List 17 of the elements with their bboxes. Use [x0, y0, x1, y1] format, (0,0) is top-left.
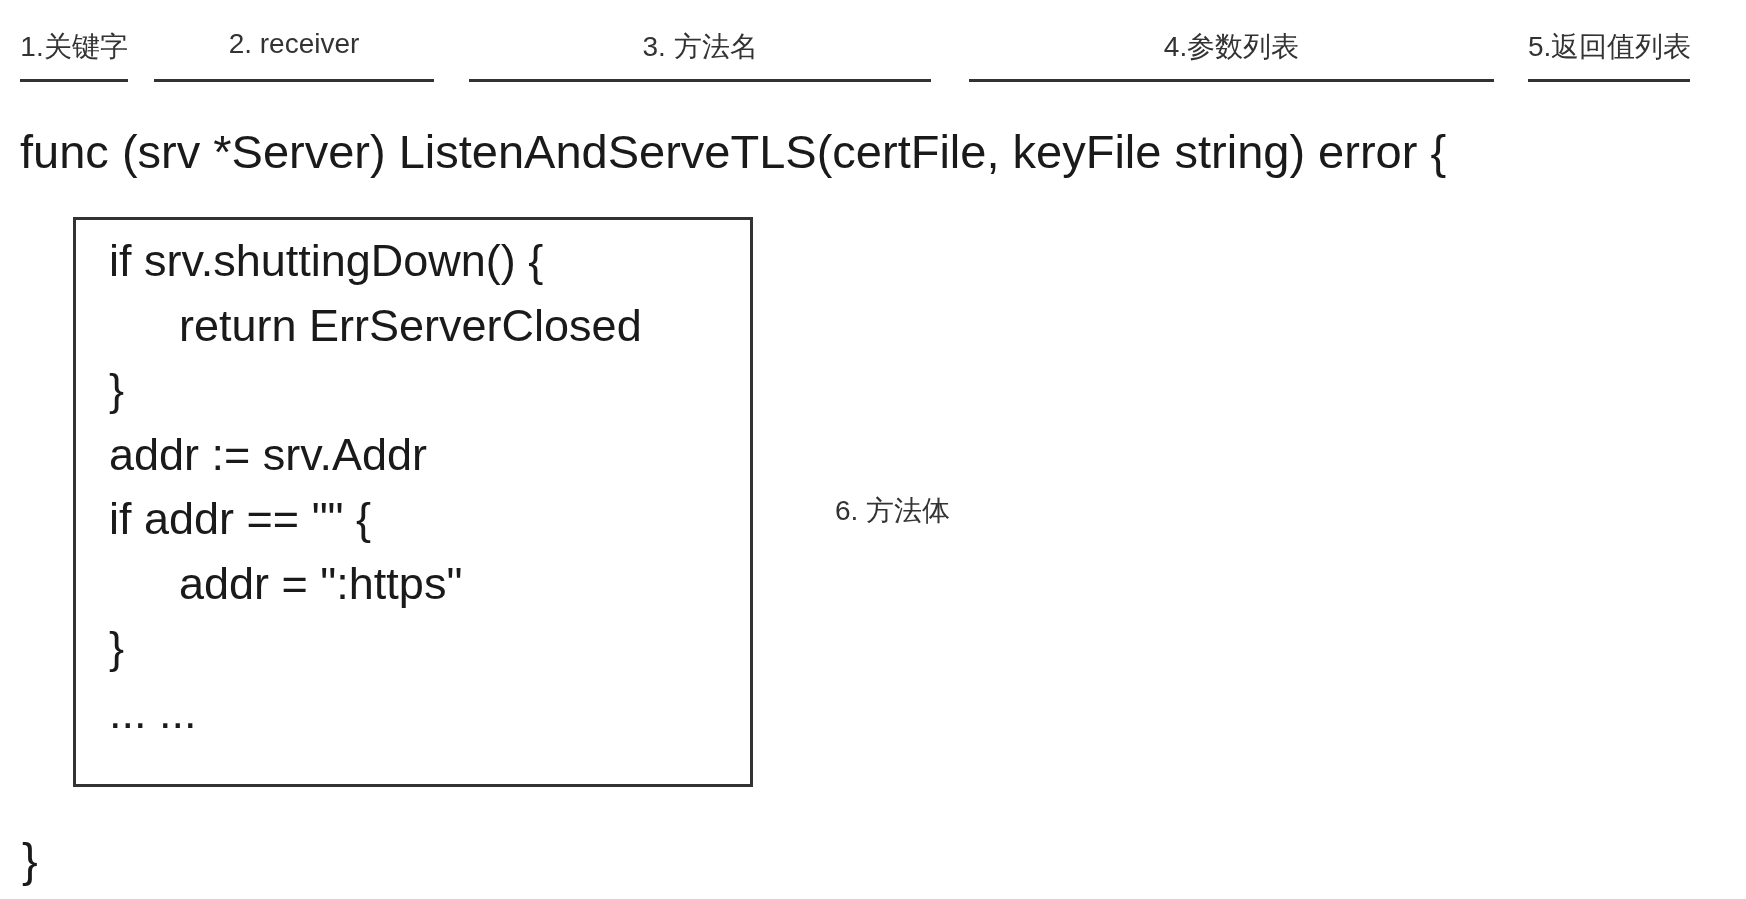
code-line: }: [22, 832, 38, 887]
code-line: }: [109, 625, 125, 670]
code-line: ... ...: [109, 689, 197, 735]
heading-label: 2. receiver: [227, 28, 361, 60]
code-line: addr := srv.Addr: [109, 431, 428, 477]
code-line: if srv.shuttingDown() {: [109, 238, 544, 283]
heading-label: 4.参数列表: [1162, 30, 1301, 64]
code-line: addr = ":https": [179, 560, 463, 606]
code-line: }: [109, 367, 125, 412]
code-line: return ErrServerClosed: [179, 302, 642, 348]
code-block: [73, 217, 753, 787]
heading-label: 3. 方法名: [641, 30, 759, 64]
code-line: if addr == "" {: [109, 496, 372, 541]
code-line: func (srv *Server) ListenAndServeTLS(certFile, keyFile string) error {: [20, 124, 1447, 179]
heading-label: 1.关键字: [20, 30, 128, 64]
annotation-label: 6. 方法体: [835, 494, 951, 528]
heading-label: 5.返回值列表: [1528, 30, 1690, 64]
